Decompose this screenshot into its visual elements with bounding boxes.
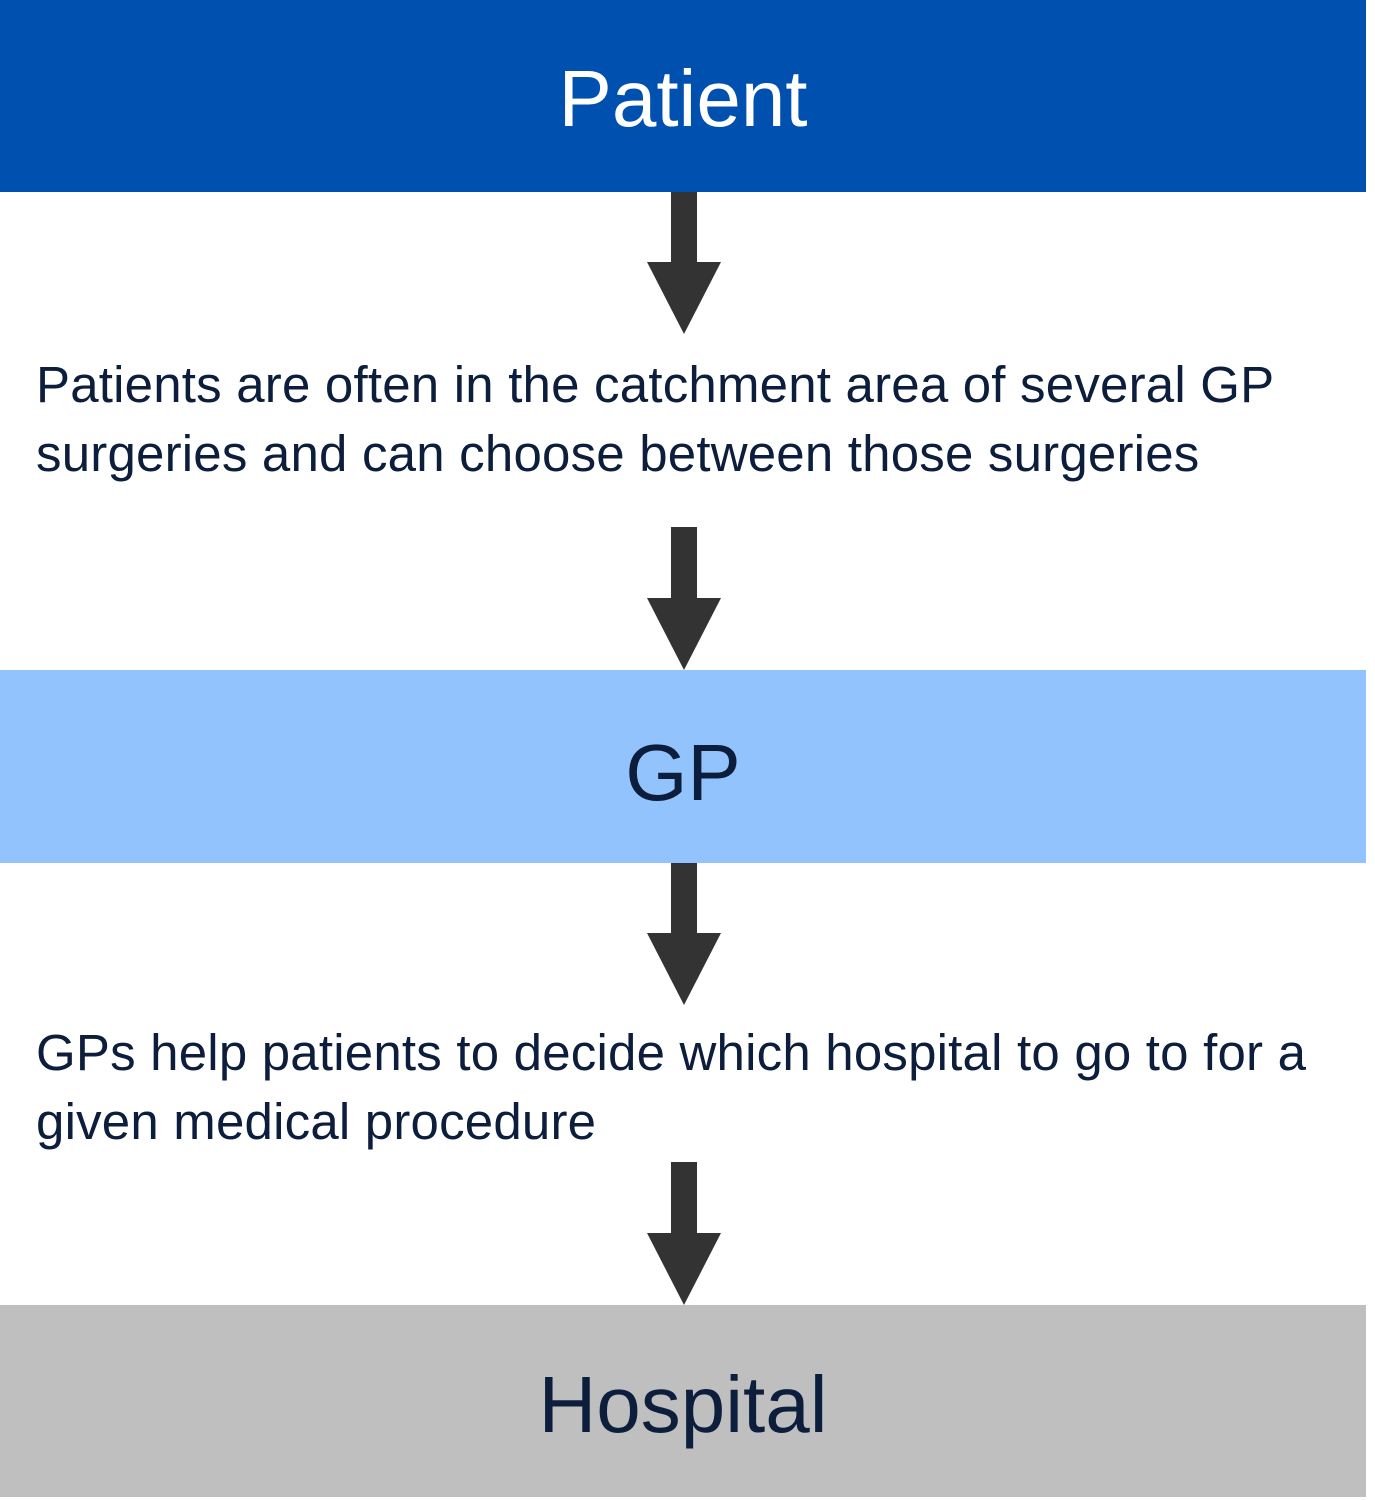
hospital-box: Hospital [0, 1305, 1366, 1497]
down-arrow-icon [647, 1162, 721, 1305]
hospital-label: Hospital [538, 1360, 828, 1449]
patient-box: Patient [0, 0, 1366, 192]
patient-label: Patient [558, 54, 808, 143]
down-arrow-icon [647, 192, 721, 334]
gp-label: GP [625, 727, 741, 817]
patient-choice-note: Patients are often in the catchment area… [36, 356, 1274, 482]
gp-box: GP [0, 670, 1366, 863]
down-arrow-icon [647, 863, 721, 1005]
down-arrow-icon [647, 527, 721, 670]
gp-referral-note: GPs help patients to decide which hospit… [36, 1024, 1307, 1150]
